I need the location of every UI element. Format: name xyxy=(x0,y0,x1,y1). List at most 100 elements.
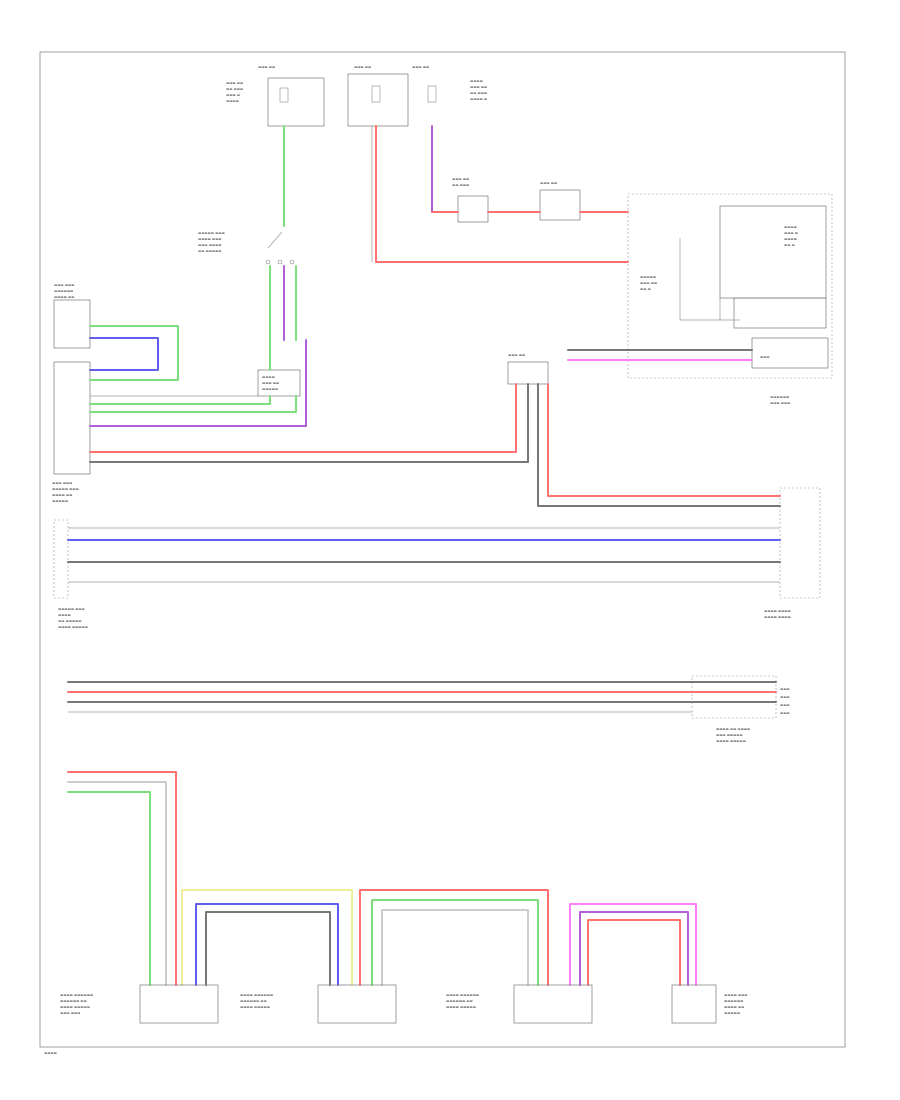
svg-text:▬▬▬ ▬▬▬: ▬▬▬ ▬▬▬ xyxy=(770,401,790,405)
svg-text:▬▬▬▬ ▬▬▬▬▬: ▬▬▬▬ ▬▬▬▬▬ xyxy=(58,625,88,629)
switch-a: ▬▬▬▬▬ ▬▬▬ ▬▬▬▬ ▬▬▬ ▬▬▬ ▬▬▬▬ ▬▬ ▬▬▬▬▬ xyxy=(198,231,295,265)
wire-bot-lgr xyxy=(67,781,167,986)
svg-text:▬▬ ▬▬▬: ▬▬ ▬▬▬ xyxy=(226,87,243,91)
svg-text:▬▬▬▬▬: ▬▬▬▬▬ xyxy=(262,387,278,391)
rear-sensor: ▬▬▬▬ ▬▬▬ ▬▬▬▬▬▬ ▬▬▬▬ ▬▬ ▬▬▬▬▬ xyxy=(671,984,748,1024)
svg-text:▬▬▬▬ ▬: ▬▬▬▬ ▬ xyxy=(470,97,487,101)
svg-text:▬▬▬ ▬▬▬: ▬▬▬ ▬▬▬ xyxy=(60,1011,80,1015)
warn-module: ▬▬▬▬ ▬▬▬▬ ▬▬▬▬ ▬▬▬▬ xyxy=(764,487,821,619)
svg-text:▬▬▬ ▬▬: ▬▬▬ ▬▬ xyxy=(452,177,469,181)
ecu-main: ▬▬▬ ▬▬▬ ▬▬▬▬▬ ▬▬▬ ▬▬▬▬ ▬▬ ▬▬▬▬▬ xyxy=(52,361,91,503)
svg-text:▬▬▬▬▬ ▬▬▬: ▬▬▬▬▬ ▬▬▬ xyxy=(198,231,225,235)
wire-bot-red xyxy=(67,771,177,986)
connector-680: ▬▬▬ ▬▬▬ ▬▬▬ ▬▬▬ ▬▬▬▬ ▬▬ ▬▬▬▬ ▬▬▬ ▬▬▬▬▬ ▬… xyxy=(691,675,790,743)
svg-text:▬▬▬▬▬: ▬▬▬▬▬ xyxy=(640,275,656,279)
wire-blue-sensor xyxy=(89,337,159,371)
svg-text:▬▬ ▬▬▬: ▬▬ ▬▬▬ xyxy=(452,183,469,187)
svg-text:▬▬▬ ▬▬: ▬▬▬ ▬▬ xyxy=(354,65,371,69)
front-sensor-2: ▬▬▬▬ ▬▬▬▬▬▬ ▬▬▬▬▬▬ ▬▬ ▬▬▬▬ ▬▬▬▬▬ xyxy=(240,984,397,1024)
svg-text:▬▬ ▬▬▬▬▬: ▬▬ ▬▬▬▬▬ xyxy=(198,249,222,253)
svg-text:▬▬▬▬ ▬▬▬: ▬▬▬▬ ▬▬▬ xyxy=(198,237,222,241)
wire-loop-gray xyxy=(205,911,331,986)
sensor-relay: ▬▬▬▬ ▬▬▬ ▬▬ ▬▬▬▬▬ xyxy=(257,369,301,397)
wire-red-ecu-mid xyxy=(89,383,517,453)
fuse-box-b: ▬▬▬ ▬▬ ▬▬▬ ▬▬ ▬▬▬▬ ▬▬▬ ▬▬ ▬▬ ▬▬▬ ▬▬▬▬ ▬ xyxy=(347,65,487,127)
wire-loop-red3 xyxy=(587,919,681,986)
relay-a: ▬▬▬ ▬▬ ▬▬ ▬▬▬ xyxy=(452,177,489,223)
svg-text:▬▬▬▬ ▬▬: ▬▬▬▬ ▬▬ xyxy=(54,295,74,299)
svg-text:▬▬▬▬: ▬▬▬▬ xyxy=(784,237,797,241)
svg-text:▬▬▬▬ ▬▬▬▬▬▬: ▬▬▬▬ ▬▬▬▬▬▬ xyxy=(446,993,479,997)
svg-text:▬▬▬ ▬▬▬▬: ▬▬▬ ▬▬▬▬ xyxy=(198,243,222,247)
wire-loop-pink xyxy=(569,903,697,986)
wire-green-ecu1 xyxy=(89,395,271,405)
svg-text:▬▬▬▬: ▬▬▬▬ xyxy=(262,375,275,379)
svg-text:▬▬▬ ▬▬: ▬▬▬ ▬▬ xyxy=(258,65,275,69)
wire-gray-ecu-mid xyxy=(89,383,529,463)
svg-text:▬▬▬ ▬▬: ▬▬▬ ▬▬ xyxy=(640,281,657,285)
svg-text:▬▬▬▬▬ ▬▬▬: ▬▬▬▬▬ ▬▬▬ xyxy=(58,607,85,611)
svg-text:▬▬▬ ▬▬▬: ▬▬▬ ▬▬▬ xyxy=(54,283,74,287)
svg-text:▬▬▬▬ ▬▬▬▬: ▬▬▬▬ ▬▬▬▬ xyxy=(764,609,791,613)
svg-text:▬▬▬ ▬: ▬▬▬ ▬ xyxy=(784,231,798,235)
wire-gray-mid-warn xyxy=(537,383,781,507)
svg-text:▬▬▬ ▬: ▬▬▬ ▬ xyxy=(226,93,240,97)
svg-text:▬▬▬ ▬▬: ▬▬▬ ▬▬ xyxy=(508,353,525,357)
wire-loop-red2 xyxy=(359,889,549,986)
svg-text:▬▬▬▬▬▬ ▬▬: ▬▬▬▬▬▬ ▬▬ xyxy=(446,999,473,1003)
wire-red-feed xyxy=(375,125,629,263)
svg-text:▬▬▬▬▬▬: ▬▬▬▬▬▬ xyxy=(724,999,743,1003)
svg-text:▬▬▬▬ ▬▬: ▬▬▬▬ ▬▬ xyxy=(52,493,72,497)
svg-text:▬▬ ▬▬▬: ▬▬ ▬▬▬ xyxy=(470,91,487,95)
svg-text:▬▬▬▬: ▬▬▬▬ xyxy=(784,225,797,229)
svg-text:▬▬▬ ▬▬▬: ▬▬▬ ▬▬▬ xyxy=(52,481,72,485)
front-sensor-3: ▬▬▬▬ ▬▬▬▬▬▬ ▬▬▬▬▬▬ ▬▬ ▬▬▬▬ ▬▬▬▬▬ xyxy=(446,984,593,1024)
diagram-frame xyxy=(39,51,846,1048)
svg-text:▬▬▬▬▬ ▬▬▬: ▬▬▬▬▬ ▬▬▬ xyxy=(52,487,79,491)
svg-text:▬▬▬▬ ▬▬▬▬▬: ▬▬▬▬ ▬▬▬▬▬ xyxy=(240,1005,270,1009)
svg-text:▬▬▬▬▬▬: ▬▬▬▬▬▬ xyxy=(54,289,73,293)
svg-text:▬▬▬▬▬▬ ▬▬: ▬▬▬▬▬▬ ▬▬ xyxy=(60,999,87,1003)
wire-red-mid-warn xyxy=(547,383,781,497)
svg-text:▬▬▬▬▬▬: ▬▬▬▬▬▬ xyxy=(770,395,789,399)
footer-glyph: ▬▬▬▬ xyxy=(44,1051,57,1055)
svg-text:▬▬▬▬: ▬▬▬▬ xyxy=(58,613,71,617)
wire-green-sensor xyxy=(89,325,179,381)
svg-text:▬▬ ▬: ▬▬ ▬ xyxy=(784,243,795,247)
svg-text:▬▬▬▬ ▬▬▬▬▬▬: ▬▬▬▬ ▬▬▬▬▬▬ xyxy=(60,993,93,997)
wire-loop-green2 xyxy=(371,899,539,986)
svg-text:▬▬▬: ▬▬▬ xyxy=(760,355,770,359)
svg-text:▬▬▬ ▬▬: ▬▬▬ ▬▬ xyxy=(226,81,243,85)
wire-bot-green xyxy=(67,791,151,986)
svg-text:▬▬▬▬ ▬▬▬▬: ▬▬▬▬ ▬▬▬▬ xyxy=(764,615,791,619)
wire-loop-blue xyxy=(195,903,339,986)
svg-text:▬▬ ▬▬▬▬▬: ▬▬ ▬▬▬▬▬ xyxy=(58,619,82,623)
svg-text:▬▬▬▬▬: ▬▬▬▬▬ xyxy=(52,499,68,503)
junction-block-right: ▬▬▬▬▬ ▬▬▬ ▬▬ ▬▬ ▬ ▬▬▬▬ ▬▬▬ ▬ ▬▬▬▬ ▬▬ ▬ ▬… xyxy=(627,193,833,405)
svg-text:▬▬▬ ▬▬: ▬▬▬ ▬▬ xyxy=(412,65,429,69)
svg-text:▬▬▬▬: ▬▬▬▬ xyxy=(226,99,239,103)
wire-loop-yellow xyxy=(181,889,353,986)
svg-text:▬▬▬▬ ▬▬▬▬▬: ▬▬▬▬ ▬▬▬▬▬ xyxy=(716,739,746,743)
svg-text:▬▬▬▬ ▬▬▬▬▬: ▬▬▬▬ ▬▬▬▬▬ xyxy=(446,1005,476,1009)
svg-text:▬▬▬ ▬▬: ▬▬▬ ▬▬ xyxy=(470,85,487,89)
sensor-bus-block: ▬▬▬▬▬ ▬▬▬ ▬▬▬▬ ▬▬ ▬▬▬▬▬ ▬▬▬▬ ▬▬▬▬▬ xyxy=(53,519,88,629)
svg-text:▬▬▬▬▬▬ ▬▬: ▬▬▬▬▬▬ ▬▬ xyxy=(240,999,267,1003)
relay-b: ▬▬▬ ▬▬ xyxy=(539,181,581,221)
front-sensor-1: ▬▬▬▬ ▬▬▬▬▬▬ ▬▬▬▬▬▬ ▬▬ ▬▬▬▬ ▬▬▬▬▬ ▬▬▬ ▬▬▬ xyxy=(60,984,219,1024)
svg-text:▬▬▬▬▬: ▬▬▬▬▬ xyxy=(724,1011,740,1015)
svg-text:▬▬▬: ▬▬▬ xyxy=(780,703,790,707)
wire-purple-ecu xyxy=(89,339,307,427)
svg-text:▬▬▬ ▬▬: ▬▬▬ ▬▬ xyxy=(540,181,557,185)
wire-loop-lgr2 xyxy=(381,909,529,986)
svg-text:▬▬▬: ▬▬▬ xyxy=(780,695,790,699)
svg-text:▬▬▬: ▬▬▬ xyxy=(780,687,790,691)
fuse-box-a: ▬▬▬ ▬▬ ▬▬▬ ▬▬ ▬▬ ▬▬▬ ▬▬▬ ▬ ▬▬▬▬ xyxy=(226,65,325,127)
sensor-left: ▬▬▬ ▬▬▬ ▬▬▬▬▬▬ ▬▬▬▬ ▬▬ xyxy=(53,283,91,349)
svg-text:▬▬▬▬ ▬▬▬▬▬▬: ▬▬▬▬ ▬▬▬▬▬▬ xyxy=(240,993,273,997)
wire-loop-pur3 xyxy=(579,911,689,986)
connector-mid: ▬▬▬ ▬▬ xyxy=(507,353,549,385)
wire-green-ecu2 xyxy=(89,395,297,413)
svg-text:▬▬▬ ▬▬: ▬▬▬ ▬▬ xyxy=(262,381,279,385)
